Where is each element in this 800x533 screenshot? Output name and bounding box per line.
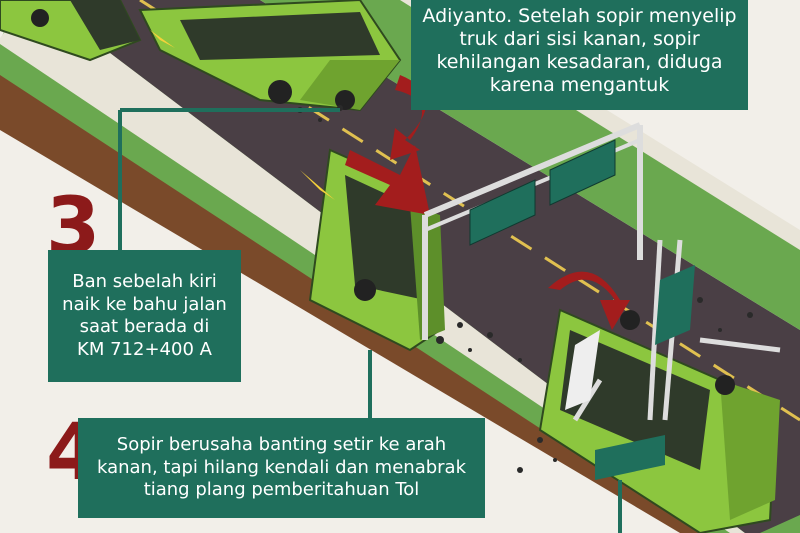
road-sign-icon [565,239,781,480]
bus-icon [538,308,780,533]
grass-shoulder-upper [260,0,800,330]
road-sign-icon [422,122,643,340]
caption-step-3-text: Ban sebelah kiri naik ke bahu jalan saat… [62,271,227,360]
bus-icon [0,0,142,62]
caption-step-4-text: Sopir berusaha banting setir ke arah kan… [96,434,467,501]
caption-step-3: Ban sebelah kiri naik ke bahu jalan saat… [48,250,241,382]
bus-icon [138,0,402,112]
curved-arrow-icon [345,145,430,215]
caption-step-2: Adiyanto. Setelah sopir menyelip truk da… [411,0,748,110]
curved-arrow-icon [548,271,630,330]
caption-step-2-text: Adiyanto. Setelah sopir menyelip truk da… [422,5,737,96]
caption-step-4: Sopir berusaha banting setir ke arah kan… [78,418,485,518]
